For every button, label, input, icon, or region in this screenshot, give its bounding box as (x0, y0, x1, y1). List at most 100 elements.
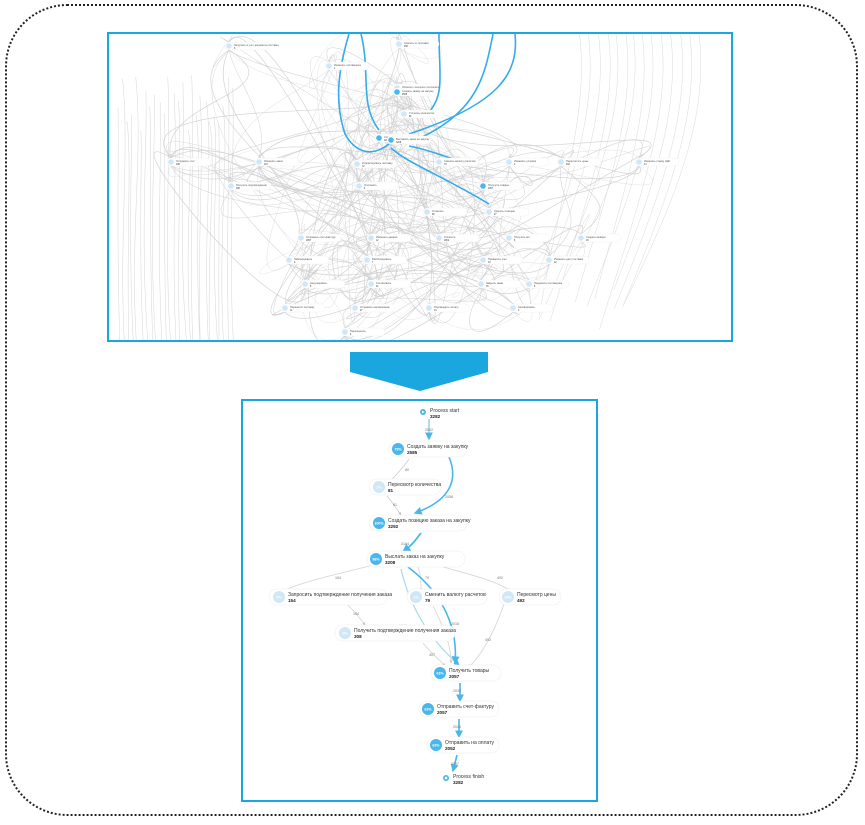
node-percent-badge: 9% (342, 631, 348, 635)
edge-n3-n4 (401, 532, 422, 553)
node-count: 468 (404, 46, 409, 48)
node-count: 81 (388, 488, 394, 493)
process-start-node[interactable]: Process start 3282 (420, 408, 460, 419)
node-label: Получить товары (449, 668, 490, 674)
node-badge (506, 235, 512, 241)
edge-line (358, 89, 405, 149)
edge-line (169, 49, 249, 159)
node-badge (546, 257, 552, 263)
activity-node[interactable]: 15% Пересмотр цены 492 (498, 588, 562, 606)
activity-node[interactable]: 63% Отправить на оплату 2052 (426, 736, 500, 754)
edge-label: 2015 (451, 622, 459, 626)
activity-node[interactable]: 9% Получить подтверждение получения зака… (334, 624, 456, 642)
edge-line (228, 49, 518, 159)
node-badge (396, 41, 402, 47)
activity-node[interactable]: 63% Получить товары 2057 (430, 664, 502, 682)
activity-node[interactable]: 98% Выслать заказ на закупку 3208 (366, 550, 466, 568)
edge-line (348, 103, 405, 323)
node-count: 2585 (402, 94, 408, 96)
detailed-activity-node[interactable]: Загрузить в учет документы поставщ.6 (224, 41, 280, 51)
node-label: Отправить счет-фактуру (437, 704, 494, 710)
activity-node[interactable]: 79% Создать заявку на закупку 2585 (388, 440, 469, 458)
node-count: 19 (434, 310, 437, 312)
main-path-line (410, 34, 494, 143)
node-badge (478, 281, 484, 287)
edge-line (284, 154, 643, 319)
edge-n4-n6 (417, 566, 423, 592)
node-count: 12 (376, 240, 379, 242)
node-label: Проверить счет (488, 257, 508, 261)
process-finish-node[interactable]: Process finish 3282 (443, 774, 484, 785)
edge-n4-n5 (282, 562, 382, 592)
node-badge (436, 235, 442, 241)
activity-node[interactable]: 100% Создать позицию заказа на закупку 3… (368, 514, 471, 532)
activity-node[interactable]: 5% Запросить подтверждение получения зак… (268, 588, 392, 606)
edge-line (386, 81, 440, 172)
node-count: 96 (432, 214, 435, 216)
node-label: Создать заявку на закупку (402, 89, 434, 93)
edge-line (586, 34, 654, 307)
edge-n8-n9 (422, 642, 446, 667)
node-count: 41 (376, 286, 379, 288)
edge-line (402, 101, 433, 222)
node-badge (426, 305, 432, 311)
node-label: Изменить дату поставки (554, 257, 584, 261)
node-badge (558, 159, 564, 165)
node-badge (480, 183, 486, 189)
edge-line (218, 123, 220, 340)
edge-label: 307 (429, 653, 435, 657)
edge-line (426, 139, 643, 222)
activity-node[interactable]: 2% Сменить валюту расчетов 79 (406, 588, 488, 606)
node-label: Оплатить (444, 235, 456, 239)
node-count: 110 (264, 164, 268, 166)
edge-line (557, 34, 636, 289)
node-label: Закрыть заказ (486, 281, 504, 285)
node-badge (424, 209, 430, 215)
edge-line (149, 106, 154, 340)
node-count: 47 (494, 214, 497, 216)
activity-node[interactable]: 2% Пересмотр количества 81 (368, 478, 441, 496)
edge-line (304, 95, 399, 281)
node-label: Отправить счет (176, 159, 196, 163)
node-label: Сменить валюту расчетов (444, 159, 476, 163)
node-badge (401, 111, 407, 117)
node-count: 6 (234, 48, 236, 50)
edge-line (482, 165, 562, 235)
activity-node[interactable]: 63% Отправить счет-фактуру 2057 (418, 700, 500, 718)
